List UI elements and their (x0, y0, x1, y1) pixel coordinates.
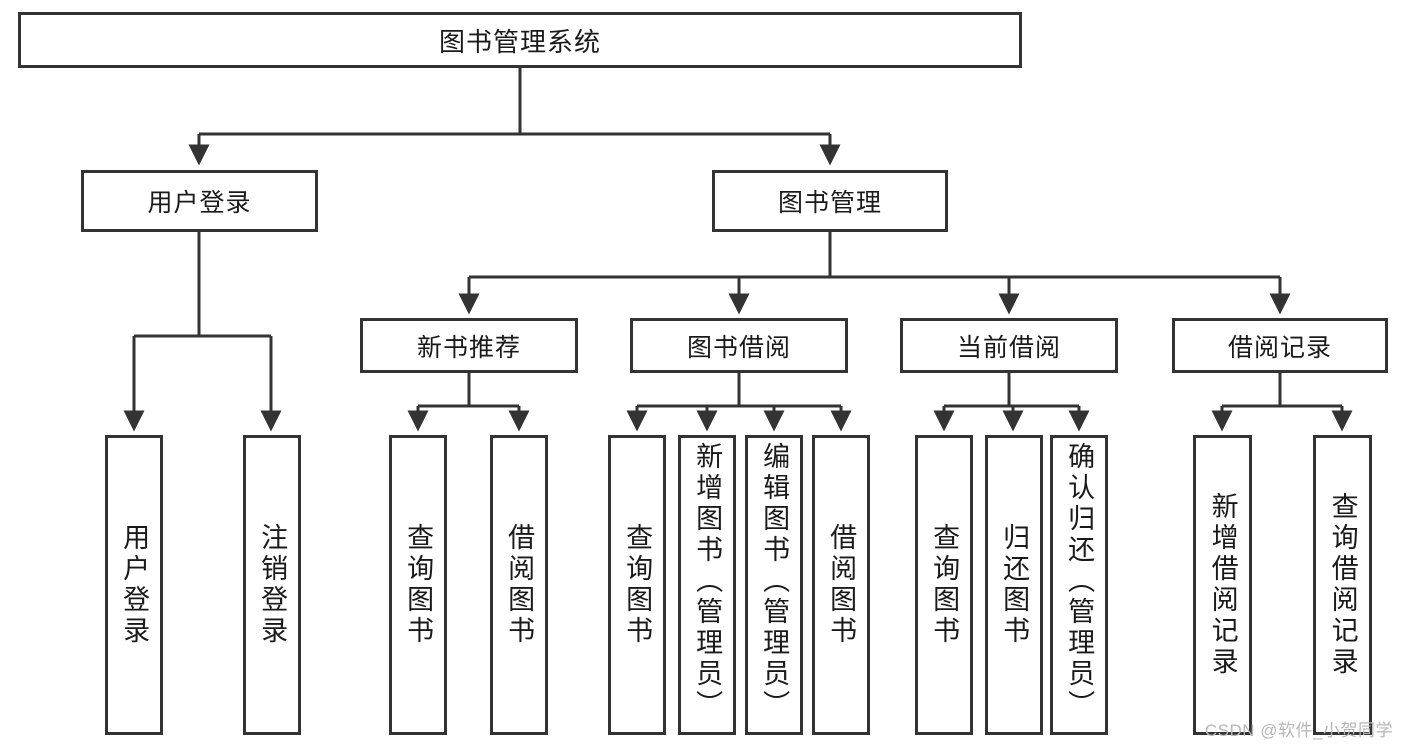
node-current-borrow-label: 当前借阅 (956, 333, 1061, 362)
leaf-book-borrow-edit-label: 编辑图书（管理员） (759, 442, 790, 721)
connector-borrow-record-to-leaves (1211, 373, 1353, 432)
leaf-book-borrow-add[interactable]: 新增图书（管理员） (678, 435, 736, 735)
leaf-new-book-query-label: 查询图书 (403, 523, 434, 647)
node-new-book-recommend-label: 新书推荐 (416, 333, 521, 362)
leaf-borrow-record-query[interactable]: 查询借阅记录 (1313, 435, 1372, 735)
node-borrow-record-label: 借阅记录 (1227, 333, 1332, 362)
leaf-borrow-record-add[interactable]: 新增借阅记录 (1193, 435, 1252, 735)
leaf-current-borrow-confirm-return-label: 确认归还（管理员） (1064, 442, 1095, 721)
leaf-new-book-query[interactable]: 查询图书 (389, 435, 447, 735)
leaf-current-borrow-query[interactable]: 查询图书 (915, 435, 973, 735)
leaf-borrow-record-add-label: 新增借阅记录 (1207, 492, 1238, 678)
node-book-borrow-label: 图书借阅 (686, 333, 791, 362)
leaf-current-borrow-query-label: 查询图书 (929, 523, 960, 647)
leaf-book-borrow-edit[interactable]: 编辑图书（管理员） (745, 435, 803, 735)
leaf-user-login-logout-label: 注销登录 (257, 523, 288, 647)
leaf-new-book-borrow-label: 借阅图书 (504, 523, 535, 647)
connector-book-borrow-to-leaves (626, 373, 852, 432)
leaf-book-borrow-query[interactable]: 查询图书 (608, 435, 666, 735)
node-root-library-management-system[interactable]: 图书管理系统 (18, 12, 1022, 68)
leaf-user-login-logout[interactable]: 注销登录 (243, 435, 301, 735)
node-book-management-label: 图书管理 (777, 189, 882, 217)
leaf-book-borrow-add-label: 新增图书（管理员） (692, 442, 723, 721)
connector-new-book-to-leaves (407, 373, 530, 432)
leaf-book-borrow-borrow-label: 借阅图书 (826, 523, 857, 647)
leaf-book-borrow-borrow[interactable]: 借阅图书 (812, 435, 870, 735)
node-current-borrow[interactable]: 当前借阅 (900, 318, 1118, 373)
leaf-user-login-login-label: 用户登录 (119, 523, 150, 647)
node-root-label: 图书管理系统 (438, 26, 601, 57)
node-book-borrow[interactable]: 图书借阅 (630, 318, 848, 373)
connector-book-management-to-level3 (458, 232, 1291, 315)
connector-root-to-level2 (188, 67, 841, 166)
leaf-book-borrow-query-label: 查询图书 (622, 523, 653, 647)
leaf-current-borrow-return[interactable]: 归还图书 (985, 435, 1043, 735)
node-borrow-record[interactable]: 借阅记录 (1172, 318, 1388, 373)
node-user-login-label: 用户登录 (147, 189, 252, 217)
leaf-user-login-login[interactable]: 用户登录 (105, 435, 163, 735)
leaf-current-borrow-return-label: 归还图书 (999, 523, 1030, 647)
node-user-login[interactable]: 用户登录 (81, 170, 318, 232)
connector-user-login-to-leaves (123, 232, 282, 432)
node-new-book-recommend[interactable]: 新书推荐 (360, 318, 578, 373)
node-book-management[interactable]: 图书管理 (712, 170, 948, 232)
connector-current-borrow-to-leaves (933, 373, 1090, 432)
leaf-current-borrow-confirm-return[interactable]: 确认归还（管理员） (1050, 435, 1108, 735)
leaf-borrow-record-query-label: 查询借阅记录 (1327, 492, 1358, 678)
leaf-new-book-borrow[interactable]: 借阅图书 (490, 435, 548, 735)
